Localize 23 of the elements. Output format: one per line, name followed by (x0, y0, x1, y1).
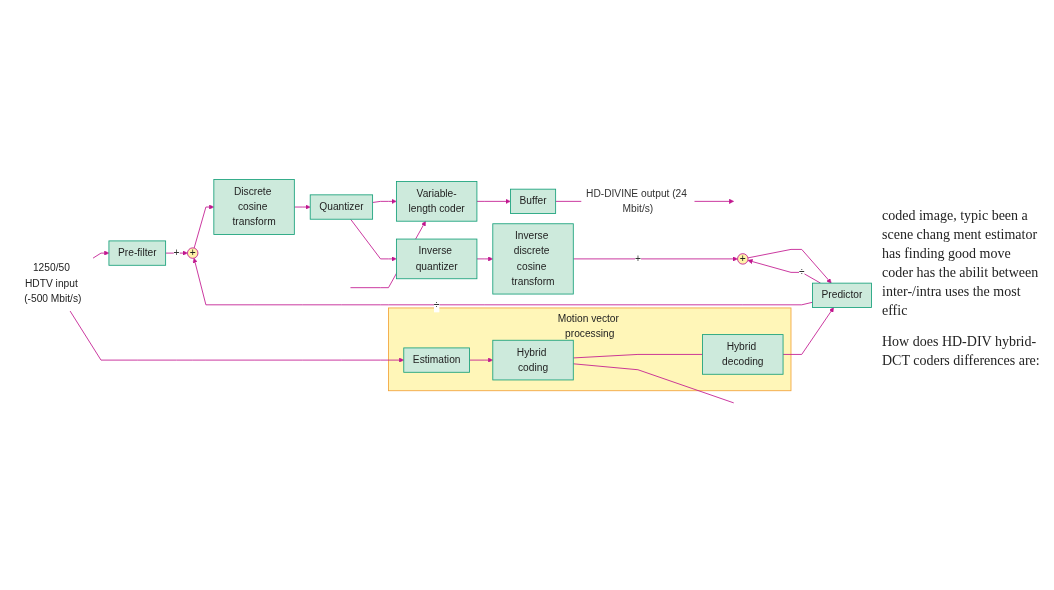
body-text: coded image, typic been a scene chang ment estimator has finding good move coder has the abilit between inter-/intra uses the most effic (882, 207, 1040, 320)
connector (572, 363, 735, 404)
edge-label: + (173, 247, 180, 259)
edge-label: ÷ (798, 266, 805, 278)
node-box: Hybrid coding (492, 339, 574, 381)
edge-label: HD-DIVINE output (24 Mbit/s) (586, 187, 687, 215)
node-text: 1250/50 HDTV input (-500 Mbit/s) (24, 262, 82, 305)
node-circle: + (187, 247, 199, 259)
node-circle: + (737, 253, 749, 265)
edge-label: + (634, 252, 641, 265)
node-box: Discrete cosine transform (213, 179, 295, 235)
node-box: Inverse quantizer (396, 238, 478, 280)
node-box: Variable-length coder (396, 181, 478, 222)
body-text: How does HD-DIV hybrid-DCT coders differences are: (882, 332, 1040, 370)
node-box: Estimation (403, 347, 470, 373)
node-box: Inverse discrete cosine transform (492, 223, 574, 295)
node-box: Quantizer (309, 194, 374, 220)
node-box: Pre-filter (108, 240, 167, 266)
node-box: Buffer (510, 188, 557, 214)
edge-label: ÷ (433, 298, 440, 311)
connector (572, 353, 703, 359)
node-box: Hybrid decoding (702, 334, 784, 375)
node-box: Predictor (812, 282, 872, 308)
